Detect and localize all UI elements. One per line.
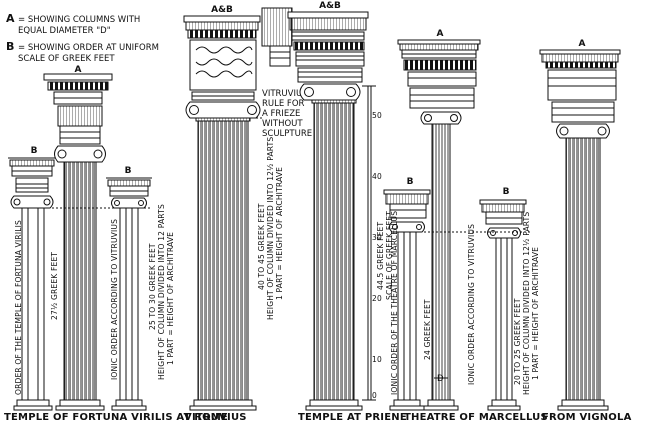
column-b-vitruvius-small (106, 177, 152, 411)
note-fortuna-2: HEIGHT OF COLUMN DIVIDED INTO 12 PARTS (157, 204, 166, 380)
frieze-note-3: A FRIEZE (262, 109, 300, 119)
label-diameter: D (437, 374, 444, 384)
label-a-vignola: A (579, 39, 586, 49)
legend-b-line1: = SHOWING ORDER AT UNIFORM (18, 43, 159, 53)
frieze-note-1: VITRUVIUS' (262, 89, 310, 99)
legend-b-line2: SCALE OF GREEK FEET (18, 54, 115, 64)
note-marcellus-1: 20 TO 25 GREEK FEET (513, 298, 522, 385)
note-fortuna-3: 1 PART = HEIGHT OF ARCHITRAVE (166, 232, 175, 365)
note-priene-1: 44.5 GREEK FEET (376, 222, 385, 290)
order-vitruvius-labels: A&B VITRUVIUS' RULE FOR A FRIEZE WITHOUT… (184, 5, 312, 423)
scale-ticks: 50 40 30 20 10 0 (372, 111, 382, 400)
caption-fortuna: TEMPLE OF FORTUNA VIRILIS AT ROME (4, 412, 228, 423)
legend-a-line2: EQUAL DIAMETER "D" (18, 26, 111, 36)
caption-vignola: FROM VIGNOLA (542, 412, 632, 423)
scale-tick-50: 50 (372, 111, 382, 120)
label-marcellus-height: 24 GREEK FEET (423, 299, 432, 360)
caption-vitruvius: VITRUVIUS (184, 412, 247, 423)
note-marcellus-3: 1 PART = HEIGHT OF ARCHITRAVE (531, 247, 540, 380)
legend-a-line1: = SHOWING COLUMNS WITH (18, 15, 140, 25)
label-b-marcellus: B (407, 177, 414, 187)
scale-tick-0: 0 (372, 391, 377, 400)
frieze-note-4: WITHOUT (262, 119, 303, 129)
label-ab-priene: A&B (319, 1, 341, 11)
label-a-marcellus: A (437, 29, 444, 39)
order-vitruvius (183, 7, 293, 411)
legend-b-letter: B (6, 40, 14, 53)
order-vignola (539, 49, 621, 411)
order-priene (287, 11, 376, 411)
order-priene-labels: A&B 50 40 30 20 10 0 44.5 GREEK FEET SCA… (298, 1, 407, 423)
order-vignola-labels: A FROM VIGNOLA (542, 39, 632, 423)
order-fortuna-virilis (8, 73, 152, 411)
note-vitruvius-2: HEIGHT OF COLUMN DIVIDED INTO 12½ PARTS (266, 137, 275, 320)
note-marcellus-2: HEIGHT OF COLUMN DIVIDED INTO 12½ PARTS (522, 212, 531, 395)
caption-priene: TEMPLE AT PRIENE (298, 412, 407, 423)
label-b-ionic-2: B (503, 187, 510, 197)
label-b-ionic: B (125, 166, 132, 176)
order-marcellus-labels: A B B D IONIC ORDER OF THE THEATRE OF MA… (390, 29, 548, 423)
scale-tick-20: 20 (372, 294, 382, 303)
legend-a-letter: A (6, 12, 15, 25)
label-ab-vitruvius: A&B (211, 5, 233, 15)
frieze-note-2: RULE FOR (262, 99, 305, 109)
caption-marcellus: THEATRE OF MARCELLUS (404, 412, 548, 423)
label-a-fortuna: A (75, 65, 82, 75)
scale-tick-30: 30 (372, 233, 382, 242)
label-b-fortuna: B (31, 146, 38, 156)
label-fortuna-height: 27½ GREEK FEET (50, 252, 59, 320)
note-vitruvius-1: 40 TO 45 GREEK FEET (257, 203, 266, 290)
note-fortuna-1: 25 TO 30 GREEK FEET (148, 243, 157, 330)
scale-tick-40: 40 (372, 172, 382, 181)
scale-tick-10: 10 (372, 355, 382, 364)
legend: A = SHOWING COLUMNS WITH EQUAL DIAMETER … (6, 12, 159, 64)
note-vitruvius-3: 1 PART = HEIGHT OF ARCHITRAVE (275, 167, 284, 300)
label-marcellus-order: IONIC ORDER OF THE THEATRE OF MARCELLUS (390, 211, 399, 395)
frieze-note-5: SCULPTURE (262, 129, 312, 139)
label-scale: SCALE OF GREEK FEET (385, 211, 394, 300)
column-b-fortuna (8, 157, 56, 411)
order-fortuna-labels: A B B ORDER OF THE TEMPLE OF FORTUNA VIR… (4, 65, 228, 423)
label-fortuna-order: ORDER OF THE TEMPLE OF FORTUNA VIRILIS (14, 220, 23, 395)
label-ionic-vitruvius-2: IONIC ORDER ACCORDING TO VITRUVIUS (467, 224, 476, 385)
order-marcellus (383, 39, 530, 411)
label-ionic-vitruvius: IONIC ORDER ACCORDING TO VITRUVIUS (110, 219, 119, 380)
column-a-fortuna (43, 73, 113, 411)
